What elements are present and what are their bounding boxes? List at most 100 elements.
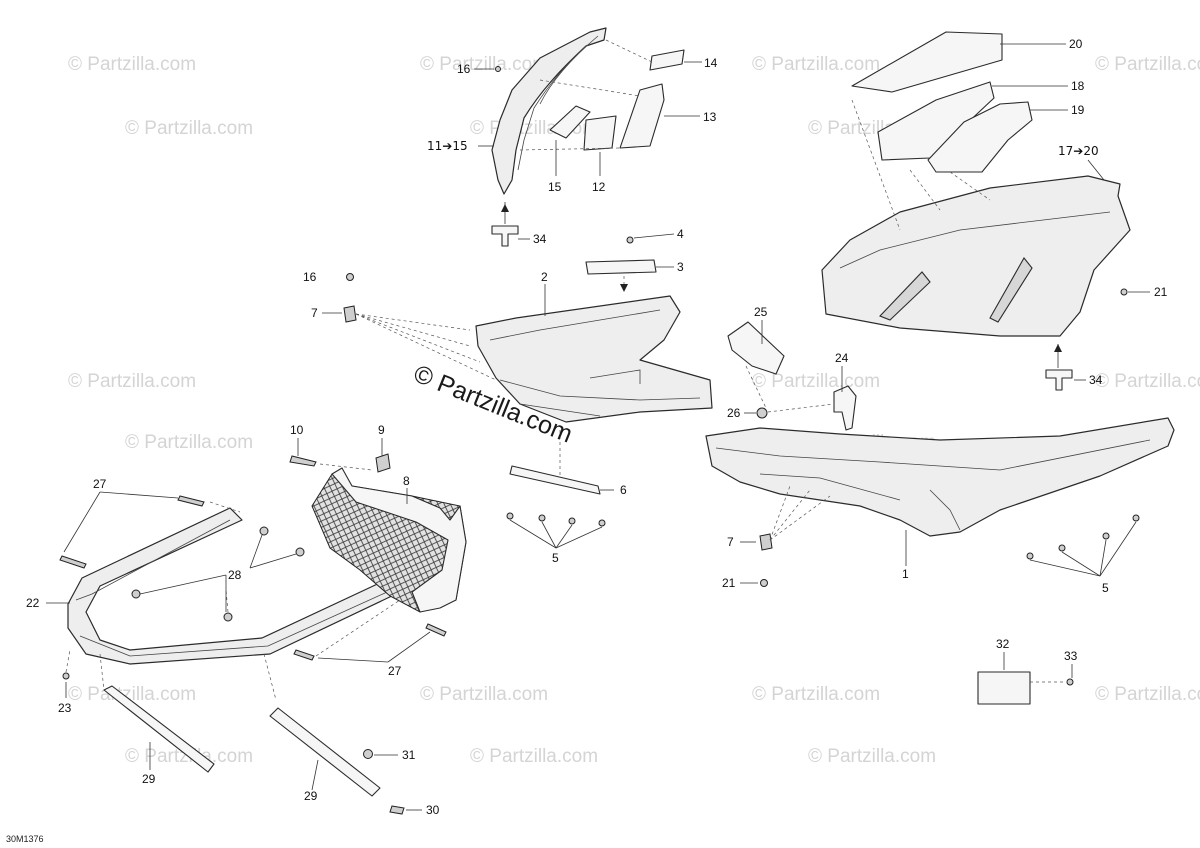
callout-17-to-20: 17➔20	[1058, 144, 1099, 158]
nut-31	[363, 749, 373, 759]
clip-9	[375, 453, 391, 473]
watermark-text: © Partzilla.com	[68, 54, 196, 75]
bracket-group	[727, 321, 857, 431]
lower-panel-1-group	[705, 417, 1175, 587]
leader-dash	[851, 99, 901, 231]
vent-slot	[879, 271, 931, 321]
screw-21	[1120, 288, 1128, 296]
callout-7: 7	[727, 535, 734, 549]
bracket-3	[585, 259, 657, 275]
screw-5	[1026, 552, 1034, 560]
front-panel-group	[491, 27, 685, 247]
drawing-code: 30M1376	[6, 834, 44, 844]
strap-29-right	[269, 707, 381, 797]
screw-5	[1132, 514, 1140, 522]
strap-29-left	[103, 685, 215, 773]
bolt-27	[425, 623, 447, 637]
nut-28	[295, 547, 305, 557]
callout-27: 27	[93, 477, 107, 491]
lower-panel-1	[705, 417, 1175, 537]
screw-5	[538, 514, 546, 522]
callout-33: 33	[1064, 649, 1078, 663]
bumper-edge	[79, 587, 397, 657]
leader-line	[249, 553, 297, 569]
bracket-3-group	[585, 236, 657, 290]
leader-dash	[355, 313, 471, 331]
bracket-25	[727, 321, 785, 375]
callout-32: 32	[996, 637, 1010, 651]
callout-21: 21	[722, 576, 736, 590]
callout-5: 5	[1102, 581, 1109, 595]
lower-panel-2-group	[343, 273, 713, 527]
clip-34-top	[491, 225, 519, 247]
bolt-27	[177, 495, 205, 507]
side-panel-17	[821, 175, 1131, 337]
screw-33	[1066, 678, 1074, 686]
leader-dash	[65, 649, 71, 673]
callout-22: 22	[26, 596, 40, 610]
callout-20: 20	[1069, 37, 1083, 51]
leader-line	[1029, 559, 1101, 577]
leader-line	[99, 491, 179, 499]
callout-16: 16	[303, 270, 317, 284]
panel-contour	[839, 211, 1111, 269]
callout-29: 29	[304, 789, 318, 803]
strap-29-group	[103, 685, 405, 815]
leader-line	[509, 519, 557, 549]
watermark-text: © Partzilla.com	[420, 54, 548, 75]
clip-34-right	[1045, 369, 1073, 391]
panel-contour	[589, 369, 641, 384]
callout-30: 30	[426, 803, 440, 817]
leader-line	[633, 233, 675, 239]
callout-31: 31	[402, 748, 416, 762]
bumper-group	[59, 453, 467, 701]
foam-pad-13	[619, 83, 665, 149]
label-32-group	[977, 671, 1074, 705]
foam-pad-14	[649, 49, 685, 71]
screw-5	[506, 512, 514, 520]
washer-26	[756, 407, 768, 419]
callout-23: 23	[58, 701, 72, 715]
nut-28	[223, 612, 233, 622]
callout-5: 5	[552, 551, 559, 565]
watermark-text: © Partzilla.com	[808, 746, 936, 767]
arrow-head	[1054, 344, 1062, 352]
panel-contour	[759, 473, 901, 501]
watermark-text: © Partzilla.com	[420, 684, 548, 705]
bumper-edge	[75, 519, 231, 601]
callout-16: 16	[457, 62, 471, 76]
callout-10: 10	[290, 423, 304, 437]
leader-line	[1087, 159, 1105, 181]
callout-27: 27	[388, 664, 402, 678]
callout-3: 3	[677, 260, 684, 274]
leader-dash	[769, 489, 811, 541]
screw-23	[62, 672, 70, 680]
clip-7-right	[759, 533, 773, 551]
callout-4: 4	[677, 227, 684, 241]
callout-34: 34	[1089, 373, 1103, 387]
nut-4	[626, 236, 634, 244]
leader-dash	[209, 501, 241, 513]
watermark-text: © Partzilla.com	[1095, 371, 1200, 392]
callout-13: 13	[703, 110, 717, 124]
leader-dash	[539, 79, 641, 97]
leader-line	[555, 526, 603, 549]
foam-pad-12	[583, 115, 617, 151]
callout-24: 24	[835, 351, 849, 365]
callout-11-to-15: 11➔15	[427, 139, 468, 153]
leader-dash	[319, 463, 373, 471]
callout-12: 12	[592, 180, 606, 194]
leader-dash	[519, 147, 621, 151]
vent-slot	[989, 257, 1033, 323]
nut-16	[346, 273, 354, 281]
callout-14: 14	[704, 56, 718, 70]
leader-line	[63, 491, 101, 553]
leader-dash	[909, 169, 941, 211]
callout-26: 26	[727, 406, 741, 420]
clip-7	[343, 305, 357, 323]
callout-28: 28	[228, 568, 242, 582]
leader-dash	[605, 39, 653, 63]
grille-frame	[331, 467, 467, 613]
callout-9: 9	[378, 423, 385, 437]
screw-5	[598, 519, 606, 527]
